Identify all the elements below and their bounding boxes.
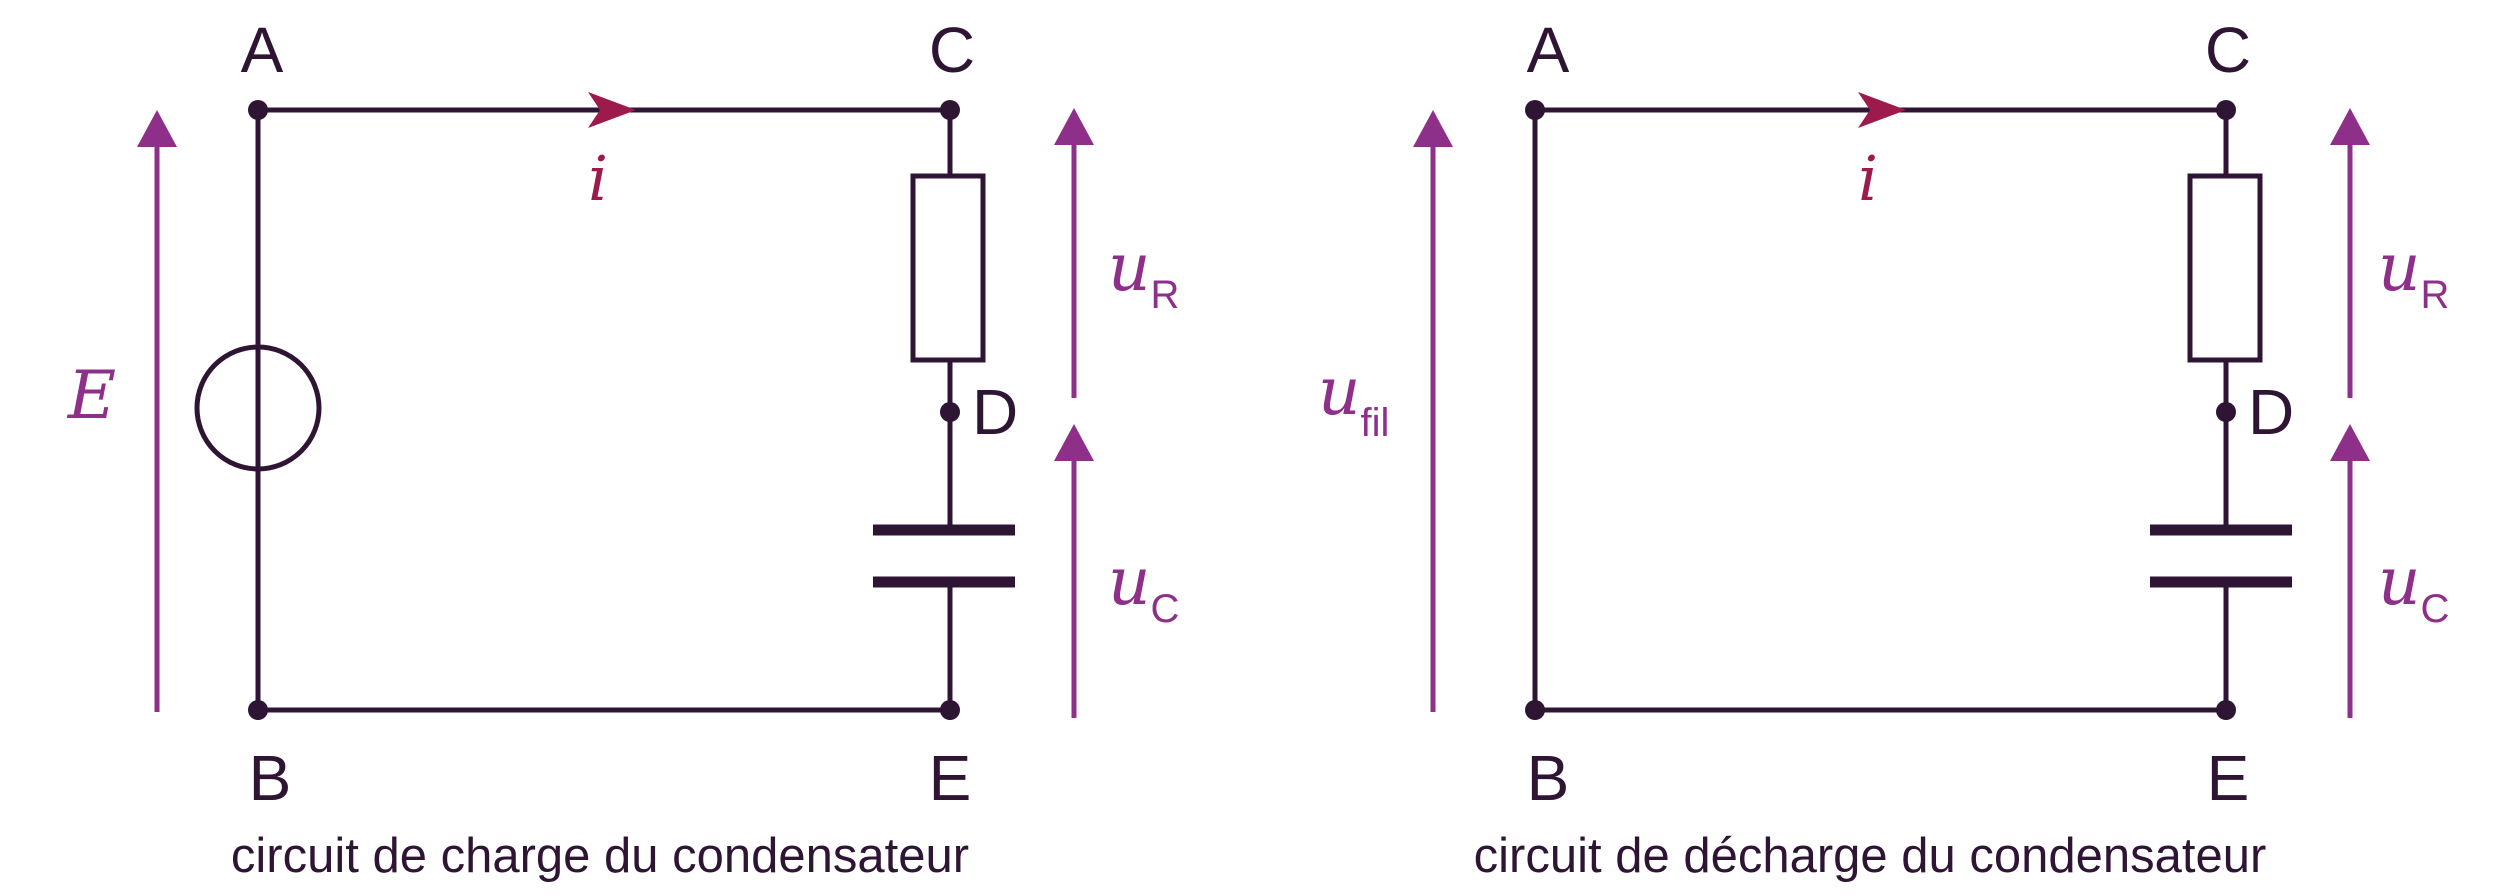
node-b-label: B [249, 742, 292, 814]
current-label: i [1858, 142, 1878, 215]
capacitor-voltage-label: uC [2378, 543, 2449, 631]
node-e-label: E [2207, 742, 2250, 814]
discharge-circuit: A C D B E i ufil uR uC circuit de déchar… [1318, 14, 2449, 883]
capacitor [2150, 524, 2292, 588]
node-b-dot [248, 700, 268, 720]
node-a-dot [1525, 100, 1545, 120]
node-a-label: A [241, 14, 284, 86]
resistor-voltage-arrow-head-icon [2330, 108, 2370, 145]
source-voltage-label: E [67, 357, 116, 434]
node-a-label: A [1527, 14, 1570, 86]
wire-voltage-arrow-head-icon [1413, 110, 1453, 147]
node-d-dot [940, 402, 960, 422]
node-c-label: C [929, 14, 975, 86]
node-a-dot [248, 100, 268, 120]
charge-circuit-caption: circuit de charge du condensateur [231, 829, 969, 883]
node-c-dot [940, 100, 960, 120]
resistor-voltage-label: uR [1108, 229, 1179, 317]
node-c-label: C [2205, 14, 2251, 86]
capacitor [873, 524, 1015, 588]
node-b-dot [1525, 700, 1545, 720]
current-arrow-icon [1858, 92, 1906, 128]
node-d-label: D [2248, 376, 2294, 448]
node-b-label: B [1527, 742, 1570, 814]
capacitor-voltage-arrow-head-icon [1054, 424, 1094, 461]
node-e-dot [940, 700, 960, 720]
node-e-dot [2216, 700, 2236, 720]
source-voltage-arrow-head-icon [137, 110, 177, 147]
node-d-label: D [972, 376, 1018, 448]
resistor [2187, 173, 2263, 363]
wire-voltage-label: ufil [1318, 353, 1389, 445]
resistor-voltage-label: uR [2378, 229, 2449, 317]
resistor [910, 173, 986, 363]
node-c-dot [2216, 100, 2236, 120]
current-label: i [588, 142, 608, 215]
node-e-label: E [929, 742, 972, 814]
capacitor-voltage-arrow-head-icon [2330, 424, 2370, 461]
resistor-voltage-arrow-head-icon [1054, 108, 1094, 145]
current-arrow-icon [588, 92, 636, 128]
node-d-dot [2216, 402, 2236, 422]
charge-circuit: A C D B E i E uR uC circuit de charge du… [67, 14, 1180, 883]
capacitor-voltage-label: uC [1108, 543, 1179, 631]
discharge-circuit-caption: circuit de décharge du condensateur [1474, 829, 2267, 883]
